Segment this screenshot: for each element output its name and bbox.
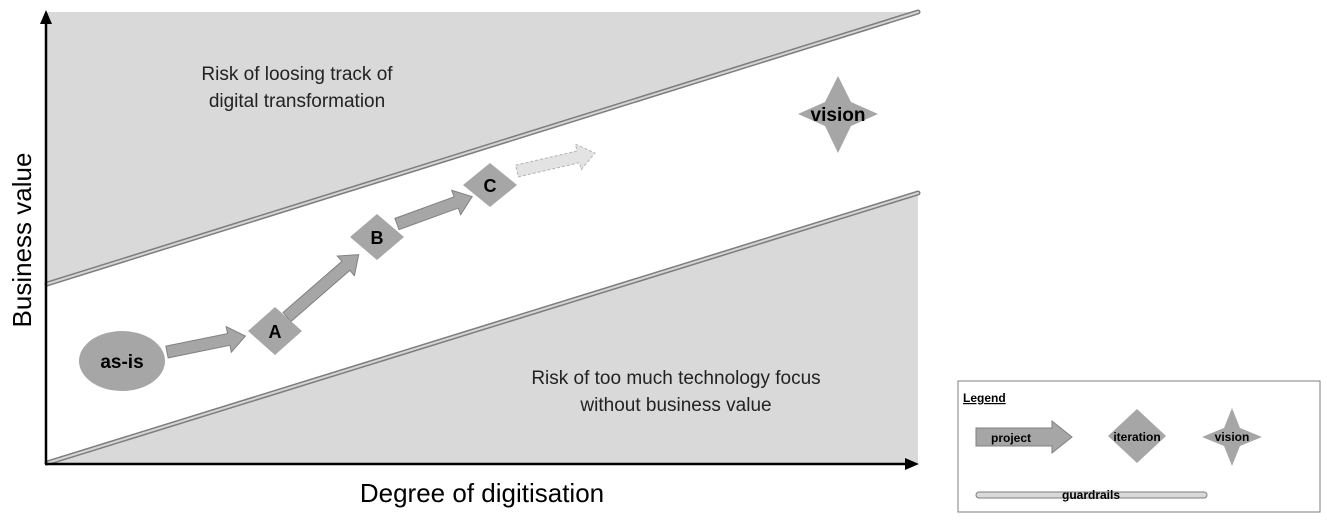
iteration-a: A [248,307,302,355]
x-axis [45,458,919,470]
vision-label: vision [811,105,866,126]
lower-risk-text-line-2: without business value [579,395,771,416]
upper-risk-text-line-2: digital transformation [209,91,385,112]
project-arrow-asis-to-a [165,325,247,359]
future-project-arrow [515,143,596,178]
lower-guardrail [44,190,921,466]
upper-guardrail [44,9,921,287]
iteration-a-label: A [269,322,282,342]
legend: Legend project iteration vision guardrai… [957,380,1321,513]
legend-project-label: project [991,431,1031,445]
y-axis [40,10,52,464]
project-arrow-b-to-c [394,189,473,231]
legend-project-arrow: project [975,419,1073,455]
legend-iteration-label: iteration [1113,430,1160,444]
legend-vision-label: vision [1215,430,1250,444]
iteration-b-label: B [371,228,384,248]
project-arrow-a-to-b [282,254,360,323]
upper-risk-text-line-1: Risk of loosing track of [201,64,393,85]
x-axis-label: Degree of digitisation [360,478,604,508]
iteration-c: C [463,163,517,207]
as-is-label: as-is [100,352,143,373]
legend-iteration-diamond: iteration [1108,409,1166,463]
as-is-node: as-is [79,331,165,391]
legend-vision-star: vision [1202,408,1262,466]
iteration-c-label: C [484,176,497,196]
legend-guardrails: guardrails [975,488,1208,502]
legend-guardrails-label: guardrails [1062,488,1120,502]
vision-star: vision [798,76,878,153]
iteration-b: B [350,214,404,260]
y-axis-label: Business value [7,153,37,328]
lower-risk-text-line-1: Risk of too much technology focus [531,368,820,389]
legend-title: Legend [963,391,1006,405]
